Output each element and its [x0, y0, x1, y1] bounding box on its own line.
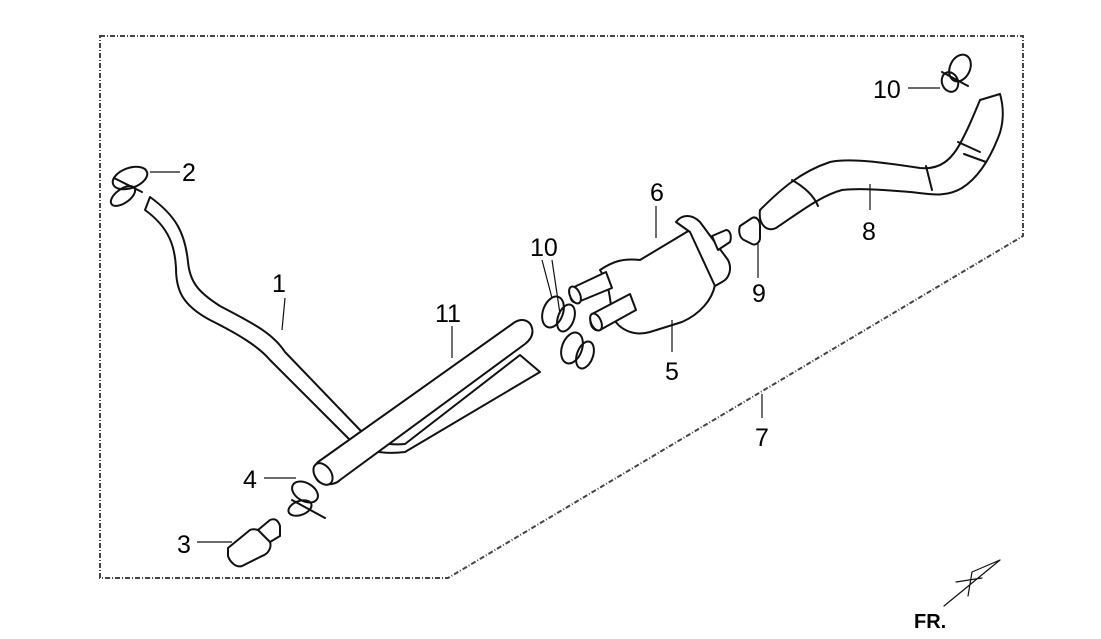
callout-11: 11: [435, 300, 461, 328]
callout-10-top: 10: [873, 76, 901, 104]
tube-11: [312, 319, 534, 486]
callout-9: 9: [752, 280, 766, 308]
hose-clamp-10-middle: [541, 295, 595, 370]
hose-clamp-4: [287, 480, 326, 519]
clip-9: [738, 216, 761, 246]
callout-2: 2: [182, 159, 196, 187]
fuel-filter-5: [568, 229, 726, 335]
callout-3: 3: [177, 531, 191, 559]
callout-6: 6: [650, 179, 664, 207]
callout-7: 7: [755, 424, 769, 452]
fitting-3: [227, 518, 281, 568]
front-label: FR.: [914, 611, 946, 633]
leader-lines: [150, 87, 940, 543]
callout-5: 5: [665, 358, 679, 386]
callout-10-middle: 10: [530, 234, 558, 262]
front-direction-indicator: FR.: [914, 559, 1001, 633]
callout-4: 4: [243, 466, 257, 494]
callout-8: 8: [862, 218, 876, 246]
callout-1: 1: [272, 270, 286, 298]
fuel-hose-1: [144, 196, 541, 454]
filter-cap-6: [675, 215, 732, 287]
hose-clamp-10-top: [940, 53, 972, 93]
fuel-hose-8: [758, 93, 1004, 231]
assembly-boundary: [99, 35, 1024, 579]
hose-clamp-2: [109, 165, 149, 207]
